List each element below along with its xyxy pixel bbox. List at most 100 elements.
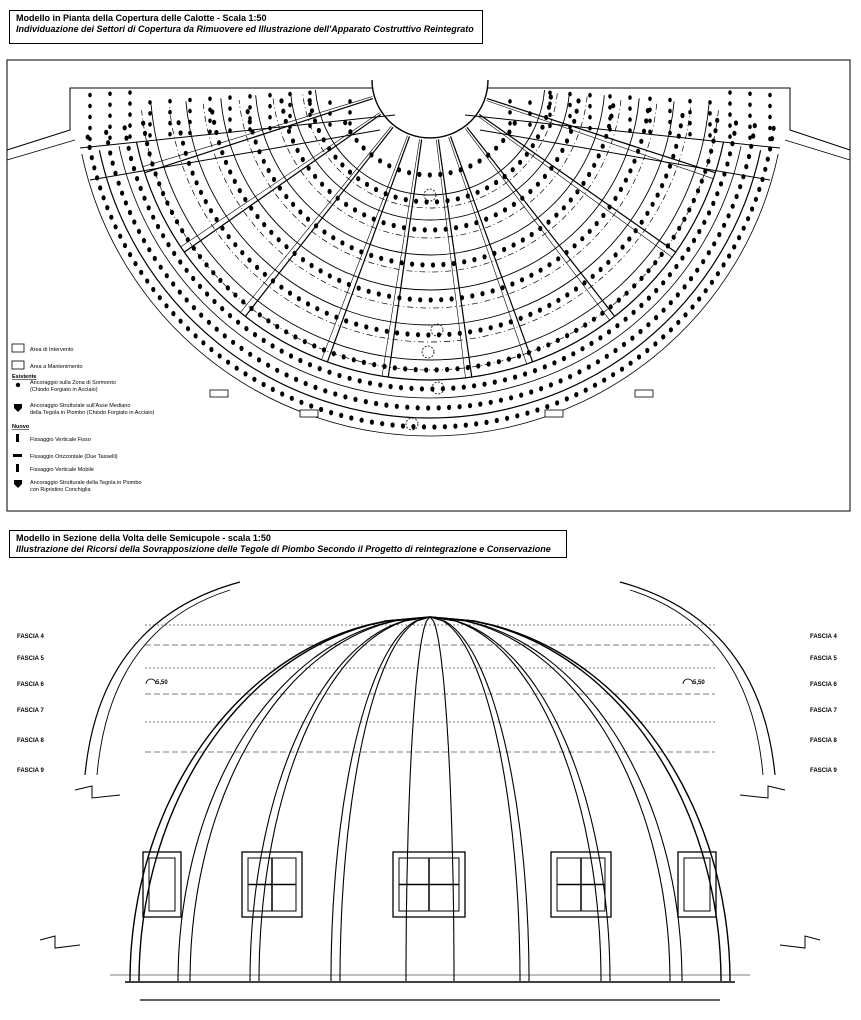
plan-dome-geometry <box>6 79 851 437</box>
section-rib-line <box>405 616 431 981</box>
plan-nail-dot <box>682 284 687 290</box>
plan-nail-dot <box>722 171 727 177</box>
plan-nail-dot <box>261 381 266 388</box>
plan-nail-dot <box>287 290 293 296</box>
plan-nail-dot <box>232 178 237 184</box>
plan-nail-dot <box>132 219 137 225</box>
plan-dashed-ring <box>238 100 622 273</box>
plan-nail-dot <box>113 224 118 230</box>
plan-nail-dot <box>561 205 566 211</box>
plan-nail-dot <box>512 120 517 126</box>
plan-nail-dot <box>270 386 275 392</box>
plan-nail-dot <box>717 232 722 238</box>
plan-nail-dot <box>328 122 332 127</box>
plan-nail-dot <box>178 130 183 136</box>
plan-nail-dot <box>299 399 304 405</box>
plan-nail-dot <box>654 287 659 294</box>
plan-nail-dot <box>127 209 133 216</box>
section-shell-arc <box>619 581 776 776</box>
plan-nail-dot <box>624 290 629 296</box>
plan-nail-dot <box>601 212 606 218</box>
plan-nail-dot <box>575 189 580 195</box>
plan-nail-dot <box>727 151 733 157</box>
plan-nail-dot <box>212 119 217 125</box>
plan-nail-dot <box>430 262 436 268</box>
plan-nail-dot <box>151 214 156 220</box>
plan-nail-dot <box>701 259 706 265</box>
plan-nail-dot <box>757 186 762 192</box>
plan-nail-dot <box>298 357 303 364</box>
plan-nail-dot <box>353 396 358 402</box>
plan-nail-dot <box>428 297 433 303</box>
plan-nail-dot <box>88 103 92 109</box>
plan-nail-dot <box>128 134 132 139</box>
plan-nail-dot <box>628 128 632 133</box>
plan-nail-dot <box>122 125 127 131</box>
plan-nail-dot <box>361 359 366 365</box>
plan-nail-dot <box>309 108 315 114</box>
plan-nail-dot <box>749 143 754 149</box>
plan-dashed-ring <box>272 96 588 239</box>
section-rib-line <box>189 616 431 981</box>
plan-nail-dot <box>630 335 635 341</box>
plan-nail-dot <box>480 291 485 297</box>
plan-nail-dot <box>328 111 332 116</box>
plan-nail-dot <box>407 296 412 302</box>
plan-nail-dot <box>520 237 525 243</box>
plan-nail-dot <box>608 94 612 99</box>
plan-nail-dot <box>188 119 192 125</box>
plan-nail-dot <box>588 114 592 120</box>
plan-nail-dot <box>596 153 601 159</box>
plan-nail-dot <box>613 195 618 201</box>
plan-nail-dot <box>732 244 737 250</box>
plan-nail-dot <box>668 300 673 306</box>
plan-nail-dot <box>632 283 637 289</box>
plan-nail-dot <box>241 299 246 305</box>
plan-nail-dot <box>421 424 427 430</box>
plan-nail-dot <box>604 133 609 139</box>
plan-nail-dot <box>312 118 318 124</box>
plan-nail-dot <box>403 197 408 203</box>
plan-nail-dot <box>508 110 512 115</box>
plan-nail-dot <box>549 165 554 171</box>
plan-nail-dot <box>516 353 522 359</box>
plan-nail-dot <box>564 396 569 402</box>
plan-nail-dot <box>178 318 183 324</box>
plan-nail-dot <box>147 151 152 157</box>
level-mark-right-icon <box>682 678 694 685</box>
plan-nail-dot <box>226 234 231 240</box>
fascia-8-left: FASCIA 8 <box>17 738 44 744</box>
plan-nail-dot <box>564 138 570 144</box>
plan-nail-dot <box>333 391 338 397</box>
plan-nail-dot <box>288 113 292 119</box>
plan-nail-dot <box>333 154 338 160</box>
plan-nail-dot <box>493 212 498 218</box>
plan-nail-dot <box>488 325 493 331</box>
plan-nail-dot <box>225 285 230 291</box>
plan-nail-dot <box>436 405 441 411</box>
plan-nail-dot <box>284 193 289 200</box>
plan-nail-dot <box>748 102 752 108</box>
plan-nail-dot <box>606 329 612 335</box>
section-rib-line <box>177 616 431 981</box>
plan-nail-dot <box>188 108 192 114</box>
plan-nail-dot <box>383 191 388 197</box>
plan-nail-dot <box>281 108 286 114</box>
plan-nail-dot <box>388 383 393 390</box>
plan-nail-dot <box>290 138 296 144</box>
plan-nail-dot <box>348 99 352 104</box>
plan-nail-dot <box>157 181 162 187</box>
plan-nail-dot <box>467 403 473 409</box>
plan-nail-dot <box>768 92 772 98</box>
plan-nail-dot <box>695 188 701 194</box>
legend-dot-icon <box>15 382 21 388</box>
fascia-labels-right: FASCIA 4 FASCIA 5 FASCIA 6 FASCIA 7 FASC… <box>810 634 837 774</box>
plan-nail-dot <box>728 123 732 128</box>
plan-nail-dot <box>89 155 94 161</box>
plan-nail-dot <box>228 106 232 111</box>
plan-nail-dot <box>308 112 312 118</box>
plan-nail-dot <box>92 165 97 171</box>
plan-nail-dot <box>109 214 114 220</box>
plan-nail-dot <box>280 391 285 397</box>
plan-nail-dot <box>262 271 267 277</box>
